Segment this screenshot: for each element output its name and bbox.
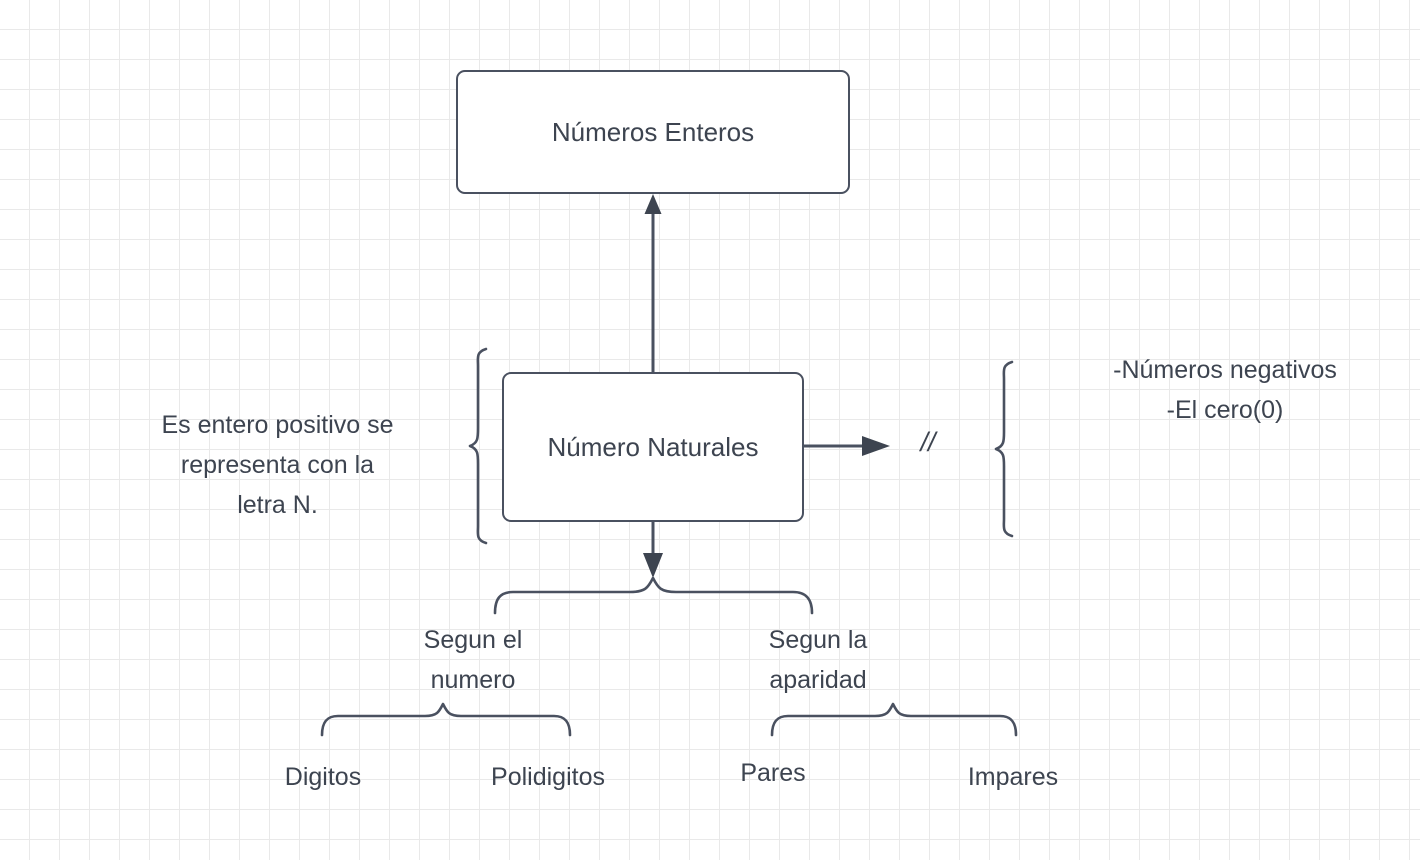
- note-exclusiones: -Números negativos -El cero(0): [1040, 350, 1410, 430]
- branch-label-segun-el-numero: Segun el numero: [373, 620, 573, 700]
- left-brace: [468, 347, 488, 545]
- note-definicion-line-1: Es entero positivo se: [161, 411, 394, 439]
- node-numeros-enteros-label: Números Enteros: [551, 116, 755, 147]
- branch-label-segun-el-numero-line-2: numero: [430, 666, 516, 694]
- node-numero-naturales-label: Número Naturales: [547, 431, 759, 462]
- leaf-label-impares: Impares: [967, 763, 1059, 791]
- classification-brace: [493, 576, 814, 615]
- arrow-naturales-to-exclusions: [804, 436, 890, 456]
- branch-label-segun-la-aparidad-line-1: Segun la: [768, 626, 868, 654]
- branch-label-segun-el-numero-line-1: Segun el: [423, 626, 523, 654]
- node-numeros-enteros[interactable]: Números Enteros: [456, 70, 850, 194]
- arrow-naturales-to-enteros: [644, 194, 662, 372]
- note-exclusiones-line-1: -Números negativos: [1113, 356, 1337, 384]
- node-numero-naturales[interactable]: Número Naturales: [502, 372, 804, 522]
- branch-label-segun-la-aparidad: Segun la aparidad: [718, 620, 918, 700]
- note-definicion-natural: Es entero positivo se representa con la …: [110, 405, 445, 525]
- note-definicion-line-3: letra N.: [237, 491, 318, 519]
- arrow-naturales-to-classification: [643, 522, 663, 578]
- right-brace: [994, 360, 1014, 538]
- branch-label-segun-la-aparidad-line-2: aparidad: [769, 666, 867, 694]
- segun-aparidad-brace: [770, 702, 1018, 737]
- exclusion-marker: //: [920, 427, 936, 457]
- note-definicion-line-2: representa con la: [180, 451, 375, 479]
- leaf-label-polidigitos: Polidigitos: [491, 763, 605, 791]
- note-exclusiones-line-2: -El cero(0): [1166, 396, 1284, 424]
- leaf-label-digitos: Digitos: [284, 763, 362, 791]
- segun-numero-brace: [320, 702, 572, 737]
- leaf-label-pares: Pares: [740, 759, 806, 787]
